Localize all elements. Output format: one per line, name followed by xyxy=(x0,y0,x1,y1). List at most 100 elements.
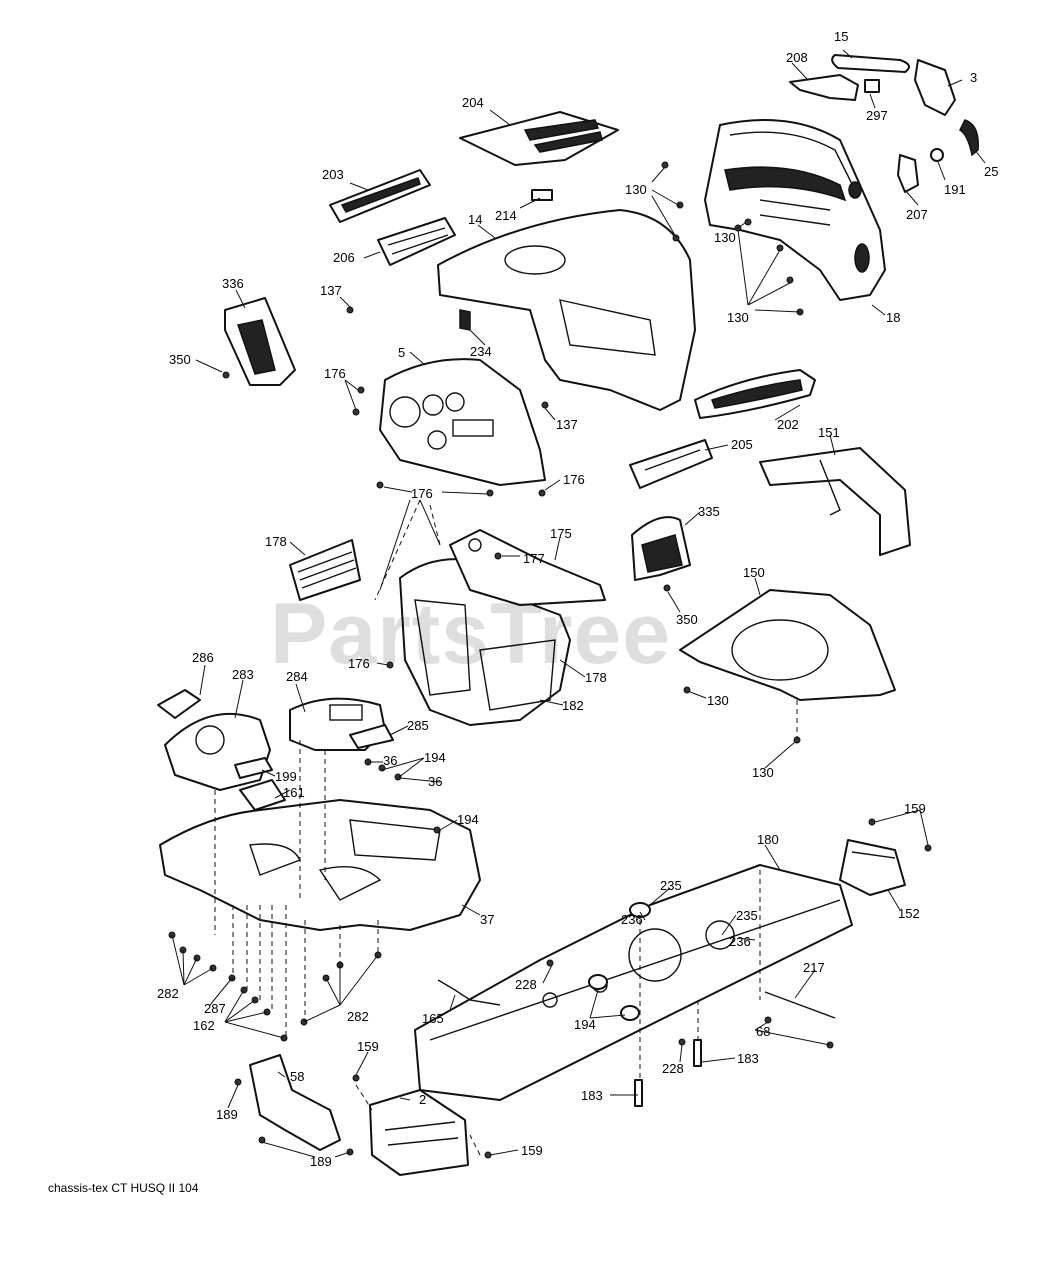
callout-130-e: 130 xyxy=(752,765,774,780)
rod-part-217 xyxy=(764,991,836,1019)
callout-217: 217 xyxy=(803,960,825,975)
callout-297: 297 xyxy=(866,108,888,123)
callout-228-a: 228 xyxy=(515,977,537,992)
frame-part-180 xyxy=(414,864,853,1101)
callout-199: 199 xyxy=(275,769,297,784)
callout-130-b: 130 xyxy=(714,230,736,245)
emblem-part-15 xyxy=(831,54,910,73)
callout-36-b: 36 xyxy=(428,774,443,789)
vent-part-203 xyxy=(329,169,431,223)
cap-part-286 xyxy=(157,689,201,719)
callout-206: 206 xyxy=(333,250,355,265)
callout-15: 15 xyxy=(834,29,849,44)
callout-137-a: 137 xyxy=(320,283,342,298)
callout-285: 285 xyxy=(407,718,429,733)
fender-part-283 xyxy=(164,712,271,791)
callout-235-b: 235 xyxy=(736,908,758,923)
callout-183-b: 183 xyxy=(581,1088,603,1103)
dash-part-14 xyxy=(437,209,696,411)
callout-58: 58 xyxy=(290,1069,305,1084)
callout-176-d: 176 xyxy=(348,656,370,671)
plate-part-285 xyxy=(349,724,394,749)
callout-175: 175 xyxy=(550,526,572,541)
callout-286: 286 xyxy=(192,650,214,665)
callout-176-a: 176 xyxy=(324,366,346,381)
callout-208: 208 xyxy=(786,50,808,65)
callout-189-a: 189 xyxy=(216,1107,238,1122)
callout-150: 150 xyxy=(743,565,765,580)
diagram-footer-code: chassis-tex CT HUSQ II 104 xyxy=(48,1181,199,1195)
callout-165: 165 xyxy=(422,1011,444,1026)
bracket-part-207 xyxy=(897,154,919,193)
callout-152: 152 xyxy=(898,906,920,921)
callout-161: 161 xyxy=(283,785,305,800)
callout-68: 68 xyxy=(756,1024,771,1039)
callout-36-a: 36 xyxy=(383,753,398,768)
stud-part-183-b xyxy=(693,1039,702,1067)
callout-130-a: 130 xyxy=(625,182,647,197)
callout-194-a: 194 xyxy=(424,750,446,765)
console-part-5 xyxy=(379,358,546,486)
vent-part-206 xyxy=(377,217,456,266)
footdeck-part-37 xyxy=(159,799,481,931)
callout-282-a: 282 xyxy=(157,986,179,1001)
callout-236-b: 236 xyxy=(729,934,751,949)
callout-336: 336 xyxy=(222,276,244,291)
callout-2: 2 xyxy=(419,1092,427,1107)
panel-part-336 xyxy=(224,297,296,386)
callout-235-a: 235 xyxy=(660,878,682,893)
panel-part-150 xyxy=(679,589,896,701)
callout-leader-lines xyxy=(171,49,986,1158)
callout-177: 177 xyxy=(523,551,545,566)
clip-part-191 xyxy=(930,148,944,162)
callout-282-b: 282 xyxy=(347,1009,369,1024)
callout-182: 182 xyxy=(562,698,584,713)
assembly-dashed-lines xyxy=(214,499,798,1156)
callout-207: 207 xyxy=(906,207,928,222)
grille-part-178 xyxy=(289,539,361,601)
callout-178-b: 178 xyxy=(585,670,607,685)
callout-37: 37 xyxy=(480,912,495,927)
callout-350-b: 350 xyxy=(676,612,698,627)
watermark: PartsTree xyxy=(270,586,672,682)
callout-130-c: 130 xyxy=(727,310,749,325)
callout-234: 234 xyxy=(470,344,492,359)
callout-335: 335 xyxy=(698,504,720,519)
callout-18: 18 xyxy=(886,310,901,325)
callout-176-c: 176 xyxy=(563,472,585,487)
panel-part-335 xyxy=(631,516,691,581)
callout-203: 203 xyxy=(322,167,344,182)
spacer-part-235 xyxy=(629,902,651,918)
callout-214: 214 xyxy=(495,208,517,223)
callout-194-c: 194 xyxy=(574,1017,596,1032)
callout-178-a: 178 xyxy=(265,534,287,549)
rod-part-165 xyxy=(437,979,501,1006)
hood-part-18 xyxy=(704,119,886,301)
callout-14: 14 xyxy=(468,212,483,227)
bracket-part-175 xyxy=(449,529,606,606)
callout-25: 25 xyxy=(984,164,999,179)
bracket-part-161 xyxy=(239,779,286,811)
callout-159-b: 159 xyxy=(357,1039,379,1054)
grille-part-202 xyxy=(694,369,816,419)
callout-236-a: 236 xyxy=(621,912,643,927)
grille-part-3 xyxy=(914,59,956,116)
stud-part-183-a xyxy=(634,1079,643,1107)
callout-284: 284 xyxy=(286,669,308,684)
callout-202: 202 xyxy=(777,417,799,432)
callout-151: 151 xyxy=(818,425,840,440)
callout-194-b: 194 xyxy=(457,812,479,827)
callout-159-c: 159 xyxy=(521,1143,543,1158)
callout-228-b: 228 xyxy=(662,1061,684,1076)
bracket-part-2 xyxy=(369,1089,469,1176)
clip-part-214 xyxy=(531,189,553,201)
callout-205: 205 xyxy=(731,437,753,452)
callout-191: 191 xyxy=(944,182,966,197)
bracket-part-152 xyxy=(839,839,906,896)
bracket-part-151 xyxy=(759,447,911,556)
bracket-part-58 xyxy=(249,1054,341,1151)
callout-350-a: 350 xyxy=(169,352,191,367)
callout-159-a: 159 xyxy=(904,801,926,816)
